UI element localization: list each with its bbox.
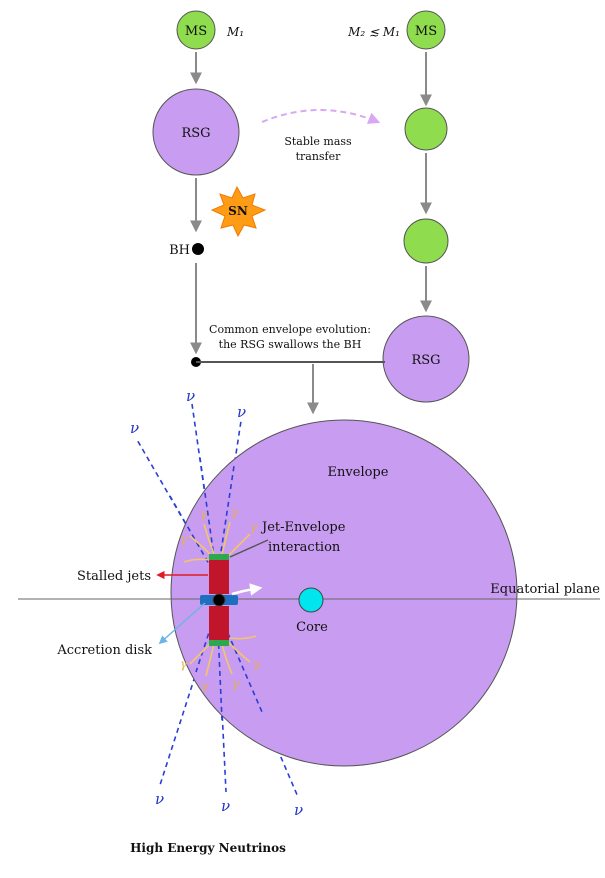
gamma-symbol: γ [231, 505, 239, 519]
gamma-ray [227, 641, 251, 663]
envelope [170, 419, 518, 767]
rsg-star-right [382, 315, 470, 403]
rsg-star-left [152, 88, 240, 176]
gamma-rays-bottom [189, 635, 257, 677]
ms-star-right [406, 10, 446, 50]
gamma-ray [221, 643, 233, 675]
common-envelope-line2: the RSG swallows the BH [219, 338, 362, 351]
gamma-symbol: γ [200, 507, 208, 521]
neutrino-beam-overlay-1 [169, 495, 218, 579]
mass-transfer-line2: transfer [296, 150, 342, 163]
black-hole [192, 243, 204, 255]
core [298, 587, 324, 613]
envelope-label: Envelope [328, 465, 389, 480]
star-right-growing-1 [404, 107, 448, 151]
black-hole-label: BH [169, 243, 190, 258]
jet-bottom [209, 606, 229, 640]
neutrino-symbol: ν [130, 419, 139, 437]
gamma-symbol: γ [180, 657, 188, 671]
gamma-ray [205, 643, 215, 677]
right-track: MS M₂ ≲ M₁ RSG [347, 10, 470, 403]
core-label: Core [296, 620, 328, 635]
jet-cap-top [209, 554, 229, 560]
jet-cap-bottom [209, 640, 229, 646]
mass-transfer-arrow [261, 109, 381, 124]
gamma-ray [221, 521, 231, 555]
gamma-symbol: γ [201, 679, 209, 693]
mass-transfer-line1: Stable mass [284, 135, 352, 148]
gamma-ray [183, 558, 211, 563]
gamma-ray [229, 635, 257, 640]
common-envelope-line1: Common envelope evolution: [209, 323, 371, 336]
supernova-burst [210, 185, 267, 238]
accretion-disk-label: Accretion disk [56, 643, 152, 658]
gamma-ray [203, 523, 215, 555]
gamma-symbol: γ [250, 520, 258, 534]
mass-m1-label: M₁ [226, 25, 244, 39]
central-black-hole [212, 593, 226, 607]
orbital-motion-arrow [231, 583, 263, 596]
star-right-growing-2 [403, 218, 449, 264]
left-track: MS M₁ RSG SN BH [152, 10, 267, 355]
gamma-ray [227, 533, 251, 557]
neutrino-symbol: ν [155, 790, 164, 808]
ms-star-left [176, 10, 216, 50]
neutrino-symbol: ν [186, 387, 195, 405]
rsg-star-left-label: RSG [181, 126, 210, 141]
gamma-symbol: γ [232, 677, 240, 691]
mass-transfer: Stable mass transfer [261, 109, 381, 163]
equatorial-plane-label: Equatorial plane [490, 582, 600, 597]
gamma-symbol: γ [180, 532, 188, 546]
jets [209, 554, 229, 646]
accretion-disk-pointer [158, 602, 206, 645]
ms-star-right-label: MS [415, 24, 437, 39]
jet-envelope-pointer [229, 539, 269, 558]
gamma-symbol: γ [253, 657, 261, 671]
common-envelope: Common envelope evolution: the RSG swall… [191, 323, 385, 415]
ms-star-left-label: MS [185, 24, 207, 39]
neutrino-symbol: ν [294, 801, 303, 819]
footer-label: High Energy Neutrinos [130, 841, 286, 855]
jet-top [209, 560, 229, 594]
jet-envelope-line1: Jet-Envelope [260, 520, 346, 535]
neutrino-symbol: ν [221, 797, 230, 815]
stalled-jets-label: Stalled jets [77, 569, 151, 584]
neutrino-symbol: ν [237, 403, 246, 421]
rsg-star-right-label: RSG [411, 353, 440, 368]
mass-m2-label: M₂ ≲ M₁ [347, 25, 400, 39]
jet-envelope-line2: interaction [268, 540, 341, 555]
supernova-label: SN [228, 204, 248, 218]
